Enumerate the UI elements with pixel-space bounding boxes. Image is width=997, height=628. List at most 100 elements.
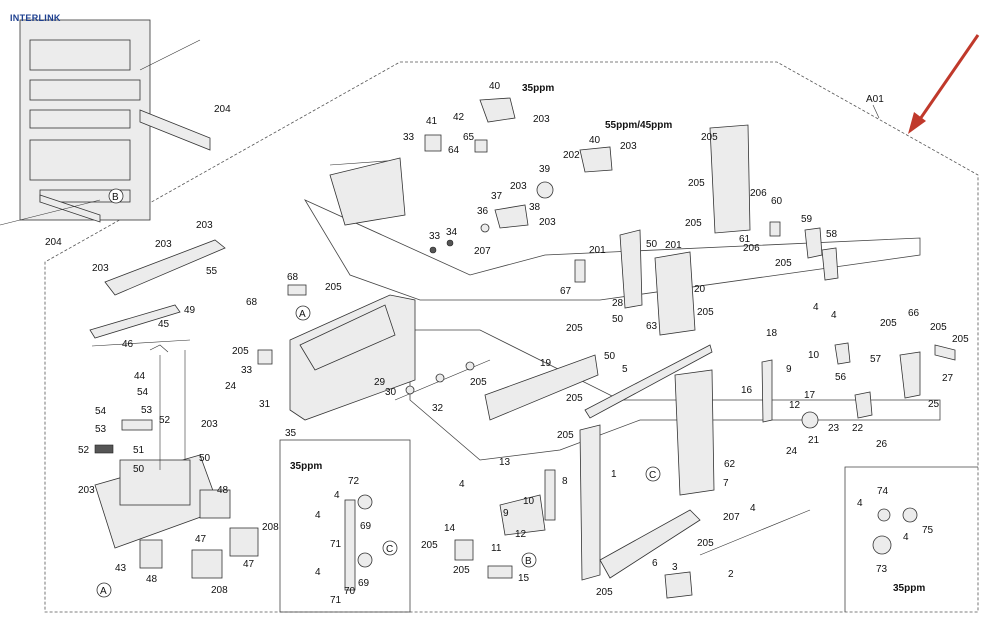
part-label: 50 [133, 464, 145, 475]
part-label: 4 [831, 310, 837, 321]
part-label: 205 [596, 587, 613, 598]
part-label: 58 [826, 229, 838, 240]
part-label: 54 [137, 387, 149, 398]
part-label: 36 [477, 206, 489, 217]
part-label: 71 [330, 595, 342, 606]
part-label: 50 [199, 453, 211, 464]
part-label: 26 [876, 439, 888, 450]
part-label: 205 [952, 334, 969, 345]
part-label: 42 [453, 112, 465, 123]
left-parts-group [89, 239, 259, 579]
part-label: 71 [330, 539, 342, 550]
part-label: 41 [426, 116, 438, 127]
part-label: 48 [217, 485, 229, 496]
ref-markers [96, 188, 661, 598]
part-label: 4 [315, 567, 321, 578]
center-frames [344, 124, 956, 599]
part-label: 205 [930, 322, 947, 333]
part-label: 1 [611, 469, 617, 480]
part-label: 60 [771, 196, 783, 207]
part-label: 65 [463, 132, 475, 143]
part-label: 205 [566, 393, 583, 404]
part-label: 4 [315, 510, 321, 521]
part-label: 20 [694, 284, 706, 295]
assembly-frame [44, 61, 979, 613]
part-label: 9 [503, 508, 509, 519]
ref-b-lower: B [525, 556, 532, 567]
part-label: 40 [489, 81, 501, 92]
part-label: 73 [876, 564, 888, 575]
upper-subframe [303, 199, 921, 301]
part-label: 55 [206, 266, 218, 277]
part-label: 203 [533, 114, 550, 125]
part-label: 205 [470, 377, 487, 388]
part-label: 205 [697, 538, 714, 549]
part-label: 206 [750, 188, 767, 199]
part-label: 34 [446, 227, 458, 238]
part-label: 24 [225, 381, 237, 392]
part-label: 10 [523, 496, 535, 507]
brand-logo: INTERLINK [10, 13, 61, 23]
ref-c-mid: C [649, 470, 656, 481]
feeder-assembly [257, 97, 613, 421]
part-label: 13 [499, 457, 511, 468]
part-label: 75 [922, 525, 934, 536]
part-label: 64 [448, 145, 460, 156]
part-label: 5 [622, 364, 628, 375]
part-label: 204 [45, 237, 62, 248]
part-label: 38 [529, 202, 541, 213]
part-label: 22 [852, 423, 864, 434]
part-label: 52 [78, 445, 90, 456]
part-label: 57 [870, 354, 882, 365]
part-label: 48 [146, 574, 158, 585]
part-label: 4 [750, 503, 756, 514]
part-label: 44 [134, 371, 146, 382]
part-label: 68 [246, 297, 258, 308]
part-label: 205 [421, 540, 438, 551]
part-label: 3 [672, 562, 678, 573]
part-label: 29 [374, 377, 386, 388]
ref-c-box: C [386, 544, 393, 555]
part-label: 15 [518, 573, 530, 584]
part-label: 205 [557, 430, 574, 441]
part-label: 4 [813, 302, 819, 313]
right-35ppm-box [844, 466, 978, 612]
part-label: 25 [928, 399, 940, 410]
part-label: 46 [122, 339, 134, 350]
part-label: 14 [444, 523, 456, 534]
part-label: 205 [701, 132, 718, 143]
part-label: 2 [728, 569, 734, 580]
part-label: 45 [158, 319, 170, 330]
part-label: 203 [78, 485, 95, 496]
part-label: 6 [652, 558, 658, 569]
variant-label-55-45ppm: 55ppm/45ppm [605, 120, 672, 131]
part-label: 205 [453, 565, 470, 576]
part-label: 59 [801, 214, 813, 225]
part-label: 27 [942, 373, 954, 384]
part-label: 35 [285, 428, 297, 439]
part-label: 62 [724, 459, 736, 470]
part-label: 68 [287, 272, 299, 283]
part-label: 50 [604, 351, 616, 362]
part-label: 43 [115, 563, 127, 574]
part-label: 18 [766, 328, 778, 339]
part-label: 10 [808, 350, 820, 361]
part-label: 50 [646, 239, 658, 250]
part-label: 52 [159, 415, 171, 426]
part-label: 49 [184, 305, 196, 316]
part-label: 203 [92, 263, 109, 274]
part-label: 51 [133, 445, 145, 456]
part-label: 203 [539, 217, 556, 228]
part-label: 19 [540, 358, 552, 369]
part-label: 203 [201, 419, 218, 430]
part-label: 207 [474, 246, 491, 257]
part-label: 70 [344, 586, 356, 597]
part-label: 69 [358, 578, 370, 589]
part-label: 24 [786, 446, 798, 457]
part-label: 203 [620, 141, 637, 152]
part-label: 205 [688, 178, 705, 189]
part-label: 4 [903, 532, 909, 543]
pointer-arrow [908, 34, 980, 134]
part-label: 47 [243, 559, 255, 570]
